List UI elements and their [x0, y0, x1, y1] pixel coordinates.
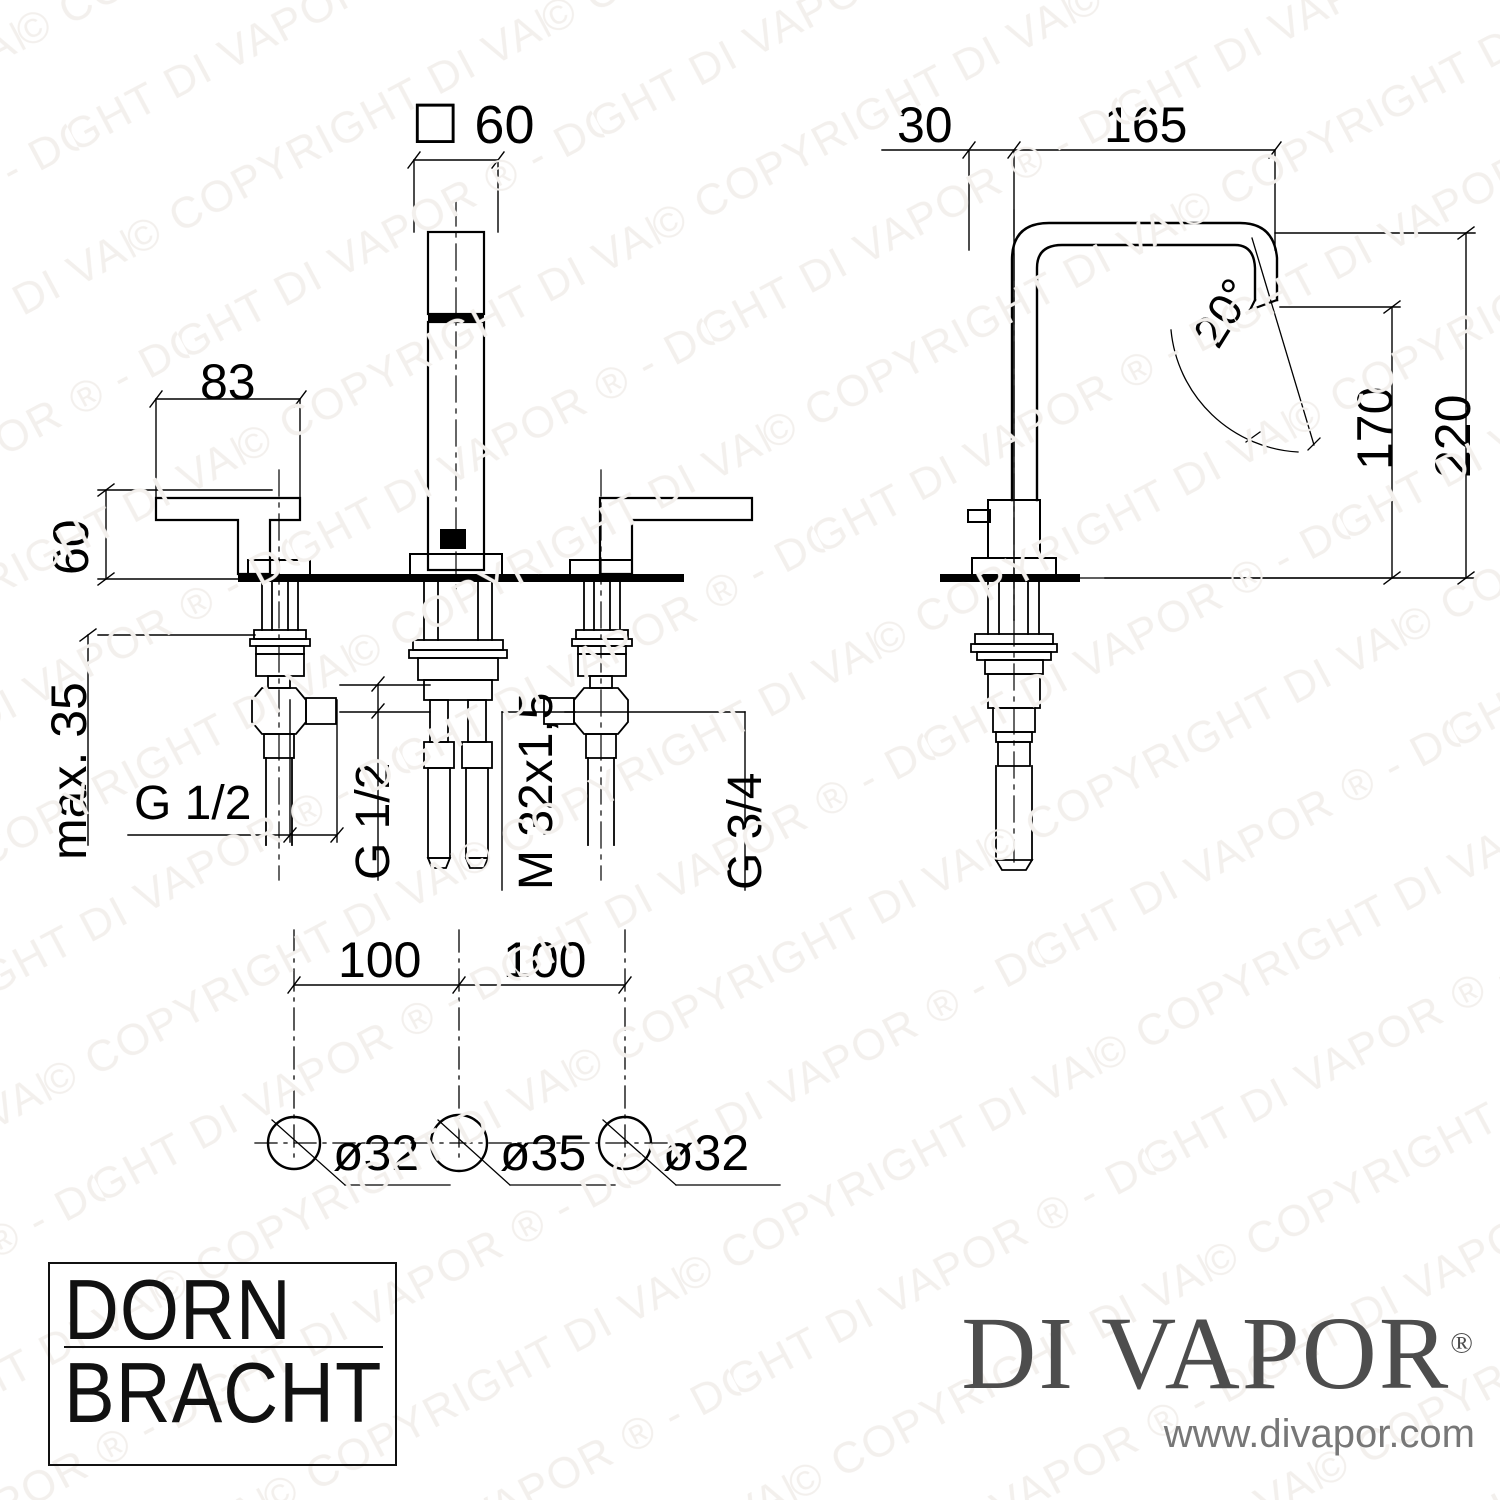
dornbracht-line2: BRACHT [64, 1345, 383, 1442]
registered-trademark-icon: ® [1450, 1326, 1475, 1360]
dornbracht-logo: DORN BRACHT [48, 1262, 397, 1466]
divapor-brand-name: DI VAPOR® [855, 1302, 1475, 1406]
dornbracht-line1: DORN [64, 1263, 292, 1359]
divapor-wordmark: DI VAPOR [961, 1296, 1451, 1411]
divapor-logo: DI VAPOR® www.divapor.com [855, 1302, 1475, 1457]
divapor-website-url: www.divapor.com [1163, 1412, 1475, 1456]
